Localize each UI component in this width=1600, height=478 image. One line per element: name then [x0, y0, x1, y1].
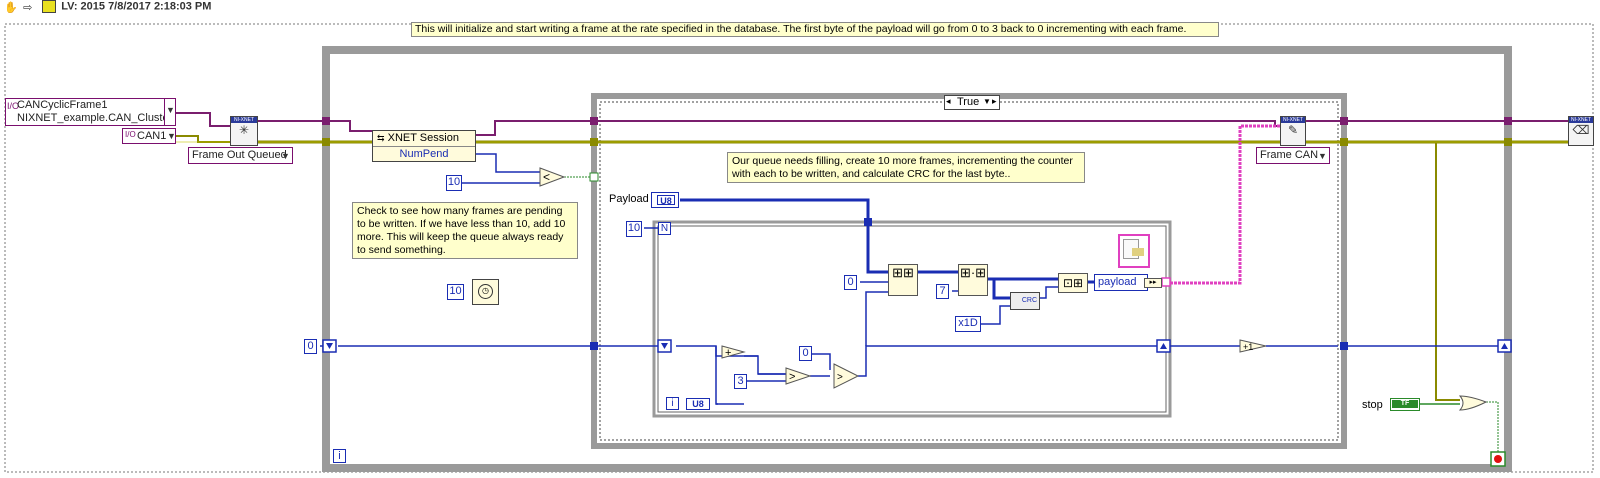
chevron-down-icon: ▼	[167, 131, 176, 141]
chevron-down-icon: ▼	[1318, 151, 1327, 161]
crc-label: CRC	[1021, 297, 1037, 304]
case-prev-icon[interactable]: ◂	[946, 96, 951, 106]
payload-array-constant[interactable]: U8	[651, 192, 679, 208]
io-name-icon: I/O	[125, 130, 136, 139]
const-hex-init[interactable]: x1D	[955, 316, 981, 332]
chevron-down-icon: ▼	[281, 151, 290, 161]
xnet-write-vi[interactable]: NI-XNET ✎	[1280, 116, 1306, 146]
mode-ring-left[interactable]: Frame Out Queued ▼	[188, 147, 293, 164]
property-node-title: XNET Session	[387, 132, 459, 144]
const-three[interactable]: 3	[734, 374, 747, 389]
const-ten-compare[interactable]: 10	[446, 175, 462, 191]
u8-type: U8	[657, 195, 675, 206]
outer-dashed-frame	[4, 23, 1594, 473]
payload-indicator-label: payload	[1098, 276, 1137, 288]
frame-list-dropdown-button[interactable]: ▼	[164, 98, 176, 126]
wait-ms-node[interactable]: ◷	[472, 279, 499, 305]
for-loop-frame	[652, 220, 1172, 418]
const-zero-shift[interactable]: 0	[304, 339, 317, 354]
payload-label: Payload	[609, 193, 649, 205]
frame-list-line2: NIXNET_example.CAN_Cluster	[17, 112, 173, 124]
replace-array-subset-node[interactable]: ⊞⊞	[888, 264, 918, 296]
array-subset-icon: ⊞·⊞	[959, 265, 987, 280]
nixnet-badge: NI-XNET	[231, 117, 257, 123]
frame-cluster-constant[interactable]	[1118, 234, 1150, 268]
chevron-down-icon: ▼	[166, 105, 175, 115]
const-zero-index[interactable]: 0	[844, 275, 857, 290]
queue-comment: Our queue needs filling, create 10 more …	[727, 152, 1085, 183]
version-label: LV: 2015 7/8/2017 2:18:03 PM	[61, 0, 212, 13]
mode-right-value: Frame CAN	[1260, 149, 1319, 161]
mode-ring-right[interactable]: Frame CAN ▼	[1256, 147, 1330, 164]
mode-left-value: Frame Out Queued	[192, 149, 287, 161]
svg-text:>: >	[837, 372, 843, 383]
interface-value: CAN1	[137, 130, 167, 142]
eraser-icon: ⌫	[1572, 123, 1590, 137]
svg-text:+: +	[725, 347, 731, 359]
const-zero-select[interactable]: 0	[799, 346, 812, 361]
payload-indicator: payload	[1094, 274, 1148, 291]
clock-icon: ◷	[478, 284, 493, 299]
hand-tool-icon[interactable]: ✋	[4, 1, 18, 14]
xnet-create-session-vi[interactable]: NI-XNET ✳	[230, 116, 258, 146]
version-bar: ✋ ⇨ LV: 2015 7/8/2017 2:18:03 PM	[4, 0, 211, 14]
frame-list-line1: CANCyclicFrame1	[17, 99, 108, 111]
property-numpend: NumPend	[399, 148, 449, 160]
session-ref-icon: ⇆	[377, 133, 385, 143]
pending-comment: Check to see how many frames are pending…	[352, 202, 578, 259]
pencil-icon: ✎	[1287, 123, 1299, 137]
const-seven[interactable]: 7	[936, 284, 949, 299]
chevron-down-icon: ▼	[983, 97, 991, 106]
const-ten-count[interactable]: 10	[626, 221, 642, 237]
build-array-node[interactable]: ⊡⊞	[1058, 273, 1088, 293]
frame-list-control[interactable]: I/O CANCyclicFrame1 NIXNET_example.CAN_C…	[5, 98, 175, 126]
stop-value: TF	[1392, 400, 1418, 408]
arrow-right-icon[interactable]: ⇨	[23, 1, 33, 14]
const-ten-wait[interactable]: 10	[447, 284, 464, 300]
labview-vi-icon	[42, 0, 57, 13]
stop-button-terminal[interactable]: TF	[1390, 398, 1420, 411]
interface-control[interactable]: I/O CAN1 ▼	[122, 128, 176, 144]
top-comment: This will initialize and start writing a…	[411, 22, 1219, 37]
for-count-terminal: N	[658, 222, 671, 235]
svg-text:>: >	[789, 371, 795, 383]
io-name-icon: I/O	[7, 101, 20, 111]
case-next-icon[interactable]: ▸	[992, 96, 997, 106]
for-iteration-terminal: i	[666, 397, 679, 410]
to-u8-conversion[interactable]: U8	[686, 398, 710, 410]
bundle-arrow-icon: ▸▸	[1144, 278, 1162, 288]
while-loop-frame	[322, 46, 1512, 472]
array-subset-node[interactable]: ⊞·⊞	[958, 264, 988, 296]
case-selector-value: True	[957, 96, 980, 108]
nixnet-badge: NI-XNET	[1569, 117, 1593, 123]
build-array-icon: ⊡⊞	[1062, 276, 1084, 290]
crc-subvi[interactable]: CRC	[1010, 292, 1040, 310]
xnet-clear-vi[interactable]: NI-XNET ⌫	[1568, 116, 1594, 146]
create-star-icon: ✳	[238, 123, 250, 137]
array-grid-icon: ⊞⊞	[892, 265, 914, 280]
stop-label: stop	[1362, 399, 1383, 411]
xnet-property-node[interactable]: ⇆ XNET Session NumPend	[372, 130, 476, 162]
case-selector[interactable]: ◂ True ▼ ▸	[944, 95, 1000, 110]
svg-text:<: <	[543, 170, 550, 184]
svg-text:+1: +1	[1243, 342, 1253, 352]
while-iteration-terminal: i	[333, 449, 346, 463]
nixnet-badge: NI-XNET	[1281, 117, 1305, 123]
